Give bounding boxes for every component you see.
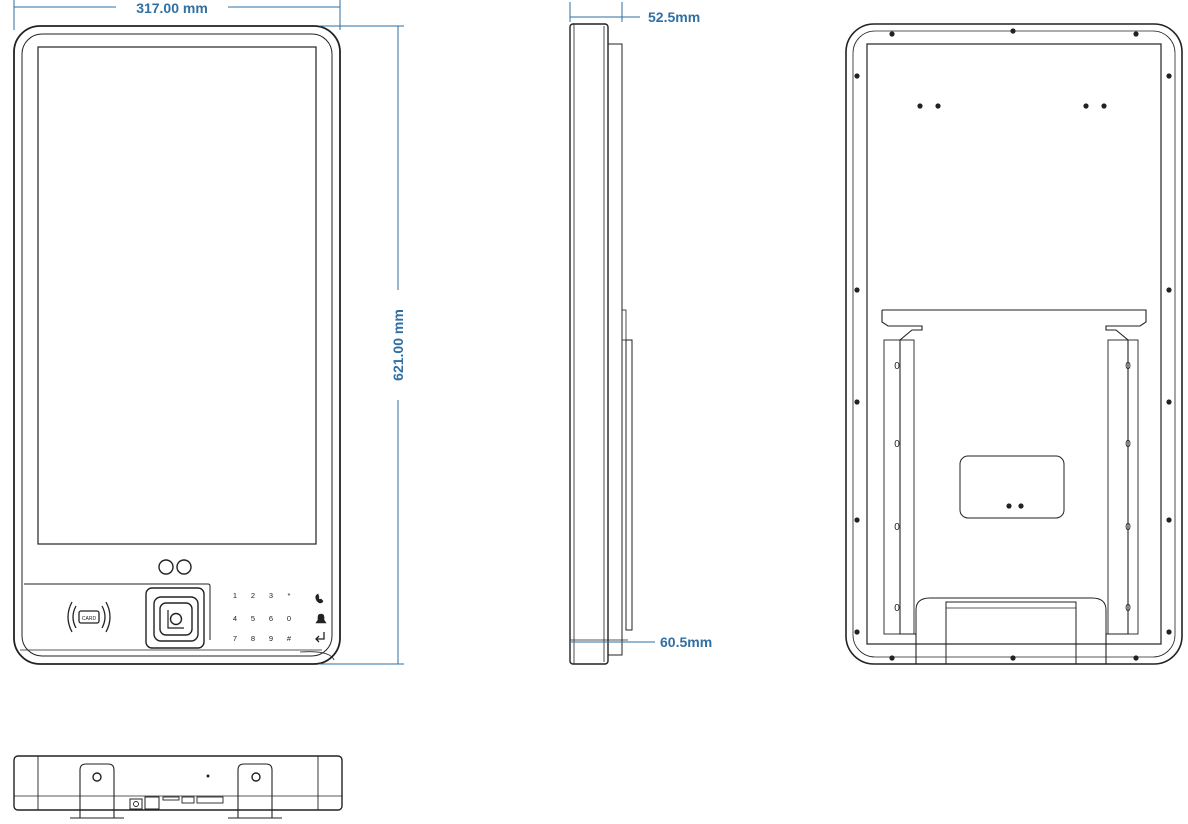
bell-icon <box>315 613 327 624</box>
dc-port-icon <box>129 798 143 810</box>
usb-port-icon <box>181 796 195 804</box>
screw-hole-icon <box>1166 629 1172 635</box>
bottom-view <box>13 755 343 819</box>
screw-hole-icon <box>1166 287 1172 293</box>
screw-hole-icon <box>1133 655 1139 661</box>
screw-hole-icon <box>1133 31 1139 37</box>
bottom-screw-left <box>92 772 102 782</box>
back-slot-mark: 0 <box>1125 361 1131 372</box>
keypad-key: 7 <box>233 634 237 643</box>
depth-top-dimension <box>569 2 640 22</box>
phone-icon <box>315 593 324 604</box>
screw-hole-icon <box>854 629 860 635</box>
fingerprint-module <box>145 587 205 649</box>
camera-right-icon <box>176 559 192 575</box>
keypad-key: # <box>287 634 292 643</box>
keypad-key: * <box>288 591 291 600</box>
screw-hole-icon <box>854 287 860 293</box>
card-reader-label: CARD <box>82 616 97 622</box>
back-slot-mark: 0 <box>1125 603 1131 614</box>
fingerprint-icon <box>169 612 183 626</box>
bottom-screw-right <box>251 772 261 782</box>
fingerprint-guide <box>167 610 184 629</box>
back-slot-mark: 0 <box>1125 522 1131 533</box>
back-slot-mark: 0 <box>1125 439 1131 450</box>
screw-hole-icon <box>1083 103 1089 109</box>
screw-hole-icon <box>854 517 860 523</box>
bottom-bracket-left <box>70 763 124 819</box>
screw-hole-icon <box>1166 517 1172 523</box>
bottom-led-indicator <box>206 774 210 778</box>
screw-hole-icon <box>1101 103 1107 109</box>
back-slot-mark: 0 <box>894 361 900 372</box>
card-reader-icon <box>67 601 111 633</box>
back-view <box>845 23 1183 665</box>
keypad-key: 5 <box>251 614 255 623</box>
depth-bottom-label: 60.5mm <box>660 634 712 650</box>
screw-hole-icon <box>935 103 941 109</box>
screw-hole-icon <box>854 399 860 405</box>
keypad: 1 2 3 * 4 5 6 0 7 8 9 # <box>233 591 292 643</box>
back-slot-mark: 0 <box>894 603 900 614</box>
camera-left-icon <box>158 559 174 575</box>
fingerprint-sensor-inner <box>159 602 193 636</box>
keypad-key: 9 <box>269 634 273 643</box>
screw-hole-icon <box>1166 73 1172 79</box>
side-body-outline <box>569 23 609 665</box>
keypad-key: 4 <box>233 614 237 623</box>
keypad-key: 8 <box>251 634 255 643</box>
keypad-key: 1 <box>233 591 237 600</box>
depth-top-label: 52.5mm <box>648 9 700 25</box>
screw-hole-icon <box>1010 655 1016 661</box>
bottom-bracket-right <box>228 763 282 819</box>
keypad-key: 3 <box>269 591 273 600</box>
bottom-body-outline <box>13 755 343 811</box>
back-slot-marks: 0 0 0 0 0 0 0 0 <box>894 361 1131 614</box>
screw-hole-icon <box>917 103 923 109</box>
panel-divider <box>24 583 211 640</box>
hdmi-port-icon <box>196 796 224 804</box>
keypad-key: 0 <box>287 614 291 623</box>
height-dimension <box>320 25 404 665</box>
back-slot-mark: 0 <box>894 439 900 450</box>
back-slot-mark: 0 <box>894 522 900 533</box>
front-view <box>13 25 341 665</box>
display-screen <box>37 46 317 545</box>
keypad-key: 6 <box>269 614 273 623</box>
screw-hole-icon <box>1018 503 1024 509</box>
width-dimension <box>13 0 341 30</box>
screw-hole-icon <box>1166 399 1172 405</box>
back-screws <box>854 28 1172 661</box>
width-dimension-label: 317.00 mm <box>136 0 208 16</box>
height-dimension-label: 621.00 mm <box>390 309 406 381</box>
enter-icon <box>315 632 325 643</box>
front-body-outline <box>13 25 341 665</box>
keypad-key: 2 <box>251 591 255 600</box>
front-bezel-outline <box>21 33 333 657</box>
screw-hole-icon <box>854 73 860 79</box>
card-slot-icon <box>162 796 180 801</box>
screw-hole-icon <box>1006 503 1012 509</box>
screw-hole-icon <box>889 655 895 661</box>
back-panel <box>866 43 1162 645</box>
back-body-outline <box>845 23 1183 665</box>
screw-hole-icon <box>1010 28 1016 34</box>
ethernet-port-icon <box>144 796 160 810</box>
fingerprint-sensor-frame <box>153 596 199 642</box>
vesa-plate <box>959 455 1065 519</box>
keypad-side-icons <box>315 593 327 643</box>
screw-hole-icon <box>889 31 895 37</box>
side-view <box>569 23 633 665</box>
bottom-strip-accent <box>299 651 335 661</box>
